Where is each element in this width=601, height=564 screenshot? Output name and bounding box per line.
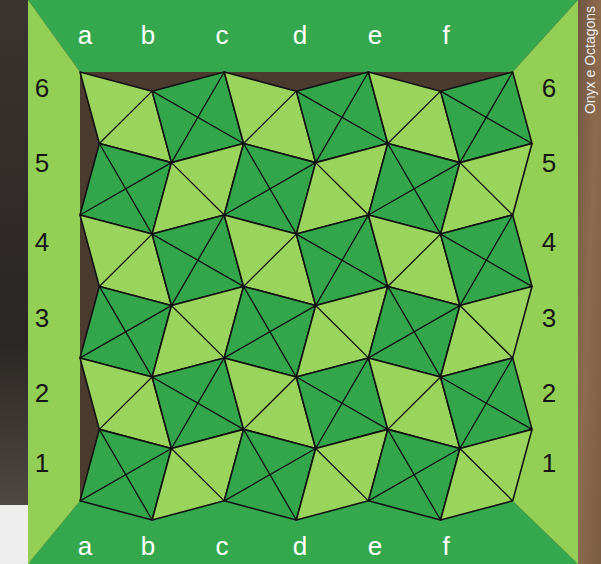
row-number: 3 [542,305,556,331]
triangle-cell [441,143,532,234]
triangle-cell [80,72,171,163]
cell-diagonal [388,91,441,143]
cell-diagonal [244,234,297,286]
cell-diagonal [388,234,441,286]
cell-diagonal [80,306,171,358]
row-number: 1 [35,450,49,476]
cell-diagonal [368,449,459,501]
cell-diagonal [224,306,315,358]
row-number: 3 [35,305,49,331]
row-number: 1 [542,450,556,476]
column-letter: b [141,533,155,559]
cell-diagonal [244,377,297,429]
cell-diagonal [316,306,369,358]
cell-diagonal [99,91,152,143]
column-letter: f [442,533,449,559]
row-number: 2 [35,380,49,406]
column-letter: a [78,22,92,48]
cell-diagonal [80,449,171,501]
column-letter: b [141,22,155,48]
column-letter: a [78,533,92,559]
cell-diagonal [460,215,513,306]
row-number: 6 [542,75,556,101]
cell-diagonal [99,377,152,429]
row-number: 2 [542,380,556,406]
cell-diagonal [316,358,369,449]
cell-diagonal [368,163,459,215]
cell-diagonal [244,91,297,143]
cell-diagonal [460,306,513,358]
row-number: 5 [542,150,556,176]
triangle-cell [441,286,532,377]
cell-diagonal [99,234,152,286]
column-letter: e [368,533,382,559]
triangle-cell [152,429,243,520]
cell-diagonal [171,306,224,358]
photo-background [0,505,30,564]
cell-diagonal [316,215,369,306]
cell-diagonal [460,163,513,215]
frame-band [28,0,578,72]
column-letter: c [216,22,229,48]
triangle-cell [80,215,171,306]
cell-diagonal [171,215,224,306]
cell-diagonal [316,449,369,501]
cell-diagonal [171,358,224,449]
column-letter: c [216,533,229,559]
cell-diagonal [388,377,441,429]
cell-diagonal [171,72,224,163]
cell-diagonal [171,163,224,215]
watermark: Onyx e Octagons [583,6,597,114]
cell-diagonal [460,449,513,501]
cell-diagonal [224,163,315,215]
cell-diagonal [316,163,369,215]
cell-diagonal [224,449,315,501]
row-number: 4 [542,229,556,255]
wood-background [576,0,601,564]
row-number: 5 [35,150,49,176]
row-number: 6 [35,75,49,101]
triangle-cell [441,429,532,520]
cell-diagonal [80,163,171,215]
row-number: 4 [35,229,49,255]
column-letter: f [442,22,449,48]
triangle-cell [80,358,171,449]
column-letter: d [293,533,307,559]
cell-diagonal [460,72,513,163]
cell-diagonal [368,306,459,358]
cell-diagonal [460,358,513,449]
photo-background [0,0,30,564]
frame-band [28,0,80,564]
column-letter: e [368,22,382,48]
cell-diagonal [316,72,369,163]
triangle-cell [296,429,387,520]
cell-diagonal [171,449,224,501]
column-letter: d [293,22,307,48]
